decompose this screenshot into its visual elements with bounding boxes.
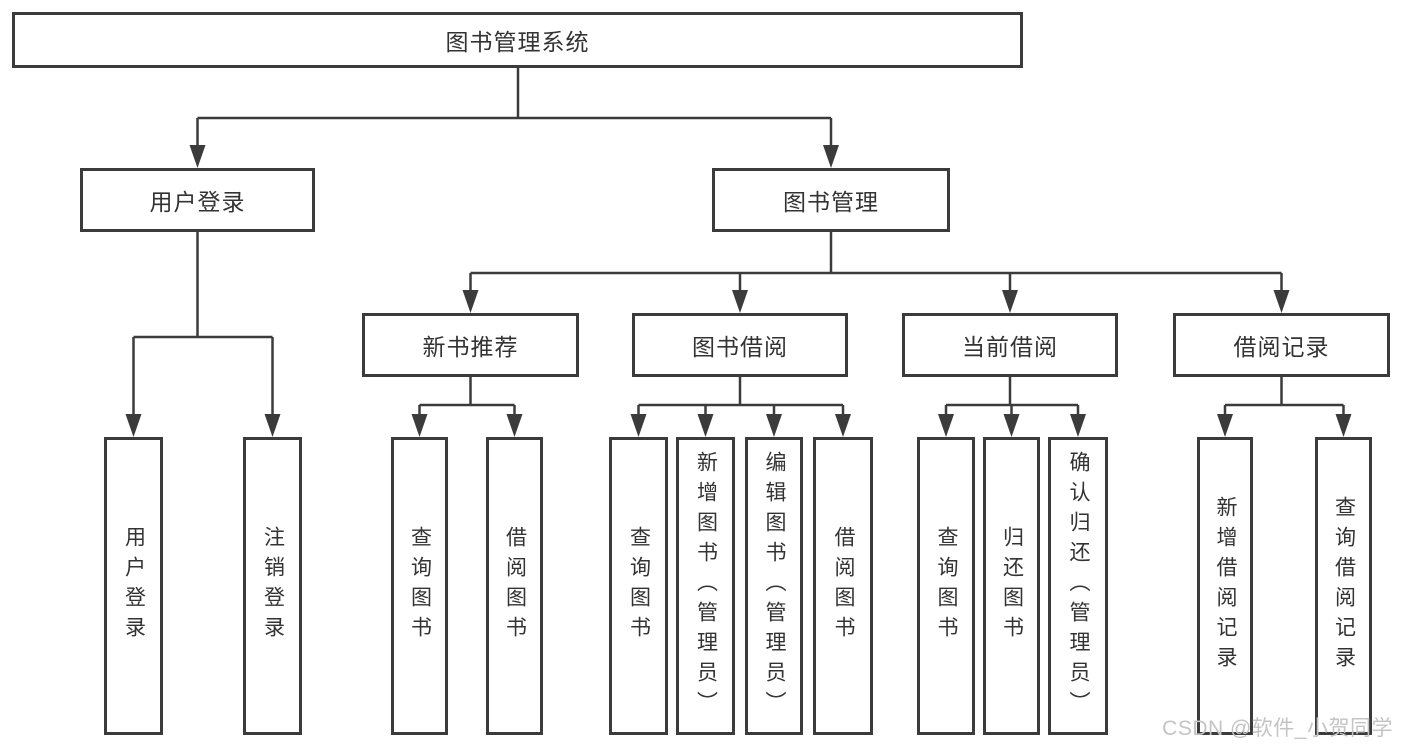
node-label: 图书管理系统 — [445, 29, 590, 55]
node-current-borrowing: 当前借阅 — [902, 313, 1118, 377]
watermark: CSDN @软件_小贺同学 — [1162, 717, 1393, 740]
leaf-label: 注销登录 — [261, 526, 285, 646]
node-book-management-branch: 图书管理 — [712, 168, 950, 232]
leaf-label: 编辑图书（管理员） — [763, 451, 787, 721]
node-new-book-recommend: 新书推荐 — [362, 313, 579, 377]
node-user-login-branch: 用户登录 — [80, 168, 315, 232]
node-label: 图书管理 — [783, 189, 879, 215]
node-library-management-system: 图书管理系统 — [12, 12, 1023, 68]
node-label: 用户登录 — [149, 189, 246, 215]
node-label: 当前借阅 — [962, 334, 1058, 360]
leaf-bb-query-books: 查询图书 — [609, 437, 668, 735]
leaf-label: 确认归还（管理员） — [1067, 451, 1091, 721]
leaf-user-login: 用户登录 — [104, 437, 163, 735]
leaf-logout: 注销登录 — [243, 437, 302, 735]
leaf-cb-return-books: 归还图书 — [983, 437, 1040, 735]
leaf-label: 查询图书 — [935, 526, 959, 646]
leaf-cb-confirm-return-admin: 确认归还（管理员） — [1048, 437, 1108, 735]
leaf-bb-edit-books-admin: 编辑图书（管理员） — [745, 437, 803, 735]
node-borrowing-records: 借阅记录 — [1173, 313, 1390, 377]
node-book-borrowing: 图书借阅 — [632, 313, 848, 377]
leaf-bb-borrow-books: 借阅图书 — [813, 437, 873, 735]
leaf-br-add-record: 新增借阅记录 — [1197, 437, 1253, 735]
node-label: 新书推荐 — [422, 334, 519, 360]
leaf-br-query-record: 查询借阅记录 — [1315, 437, 1372, 735]
leaf-label: 查询图书 — [627, 526, 651, 646]
leaf-nb-query-books: 查询图书 — [391, 437, 448, 735]
leaf-cb-query-books: 查询图书 — [917, 437, 975, 735]
leaf-bb-add-books-admin: 新增图书（管理员） — [676, 437, 735, 735]
leaf-label: 查询图书 — [408, 526, 432, 646]
leaf-nb-borrow-books: 借阅图书 — [486, 437, 543, 735]
node-label: 借阅记录 — [1233, 334, 1330, 360]
leaf-label: 新增借阅记录 — [1214, 496, 1238, 676]
leaf-label: 新增图书（管理员） — [694, 451, 718, 721]
leaf-label: 借阅图书 — [503, 526, 527, 646]
leaf-label: 归还图书 — [1000, 526, 1024, 646]
leaf-label: 查询借阅记录 — [1332, 496, 1356, 676]
leaf-label: 用户登录 — [122, 526, 146, 646]
leaf-label: 借阅图书 — [832, 526, 856, 646]
node-label: 图书借阅 — [692, 334, 788, 360]
